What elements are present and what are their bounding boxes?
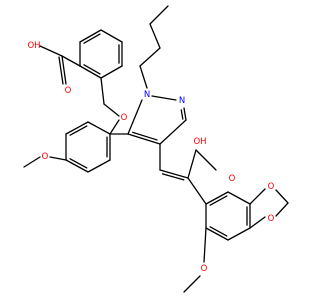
acid-co-bond <box>195 149 217 171</box>
methoxy-left-bond <box>49 156 67 161</box>
benzodioxole-ring-bond <box>227 227 251 241</box>
benzoic-acid-hydroxyl-label: OH <box>27 41 40 51</box>
dioxole-ch2-bond <box>275 189 289 204</box>
methoxyphenyl-ring-bond <box>87 159 111 173</box>
benzodioxole-ring-bond <box>205 191 229 205</box>
pyrazole-bond <box>183 107 187 121</box>
methoxy-oxygen-right-label: O <box>201 264 208 274</box>
benzoic-ring-bond <box>100 65 123 79</box>
atom-labels: OH O O O N N O OH O O O <box>27 41 274 274</box>
benzoic-ring-bond <box>79 65 102 79</box>
methoxyphenyl-ring-bond <box>65 121 89 135</box>
butyl-bond <box>149 23 161 49</box>
benzodioxole-ring-double-bond <box>209 226 228 237</box>
benzodioxole-ring-double-bond <box>209 195 228 206</box>
methoxy-right-ch3-bond <box>183 275 201 293</box>
dioxole-oxygen-top-label: O <box>268 182 275 192</box>
methoxy-right-bond <box>203 227 207 263</box>
pyrazole-bond <box>159 119 187 145</box>
methoxyphenyl-ring-bond <box>65 159 89 173</box>
butyl-bond <box>139 65 148 89</box>
benzoic-ring-bond <box>100 29 123 43</box>
carboxyl-bond <box>61 55 81 67</box>
ether-aryl-bond <box>109 119 120 135</box>
carboxyl-co-bond <box>61 55 67 85</box>
bond-lines <box>23 5 289 293</box>
vinyl-ch-bond <box>159 169 189 179</box>
benzoic-ring-bond <box>79 29 102 43</box>
dioxole-bond <box>249 188 266 205</box>
acid-c-bond <box>187 149 197 179</box>
pyrazole-n2-label: N <box>179 96 185 106</box>
methoxyphenyl-ring-double-bond <box>69 125 88 136</box>
methoxy-left-ch3-bond <box>23 156 41 168</box>
pyrazole-double-bond <box>180 109 184 120</box>
pyrazole-bond <box>127 133 161 145</box>
acrylic-acid-hydroxyl-label: OH <box>193 137 206 147</box>
benzoic-ring-double-bond <box>83 64 101 75</box>
dioxole-oxygen-bottom-label: O <box>268 214 275 224</box>
dioxole-bond <box>249 216 266 229</box>
benzyl-ch2-bond <box>100 77 105 105</box>
pyrazole-bond <box>127 99 143 135</box>
benzyl-o-bond <box>103 103 120 117</box>
vinyl-double-bond <box>161 173 185 181</box>
dioxole-ch2-bond <box>275 202 289 217</box>
acrylic-acid-carbonyl-oxygen-label: O <box>229 174 236 184</box>
butyl-bond <box>149 5 169 25</box>
benzoic-acid-carbonyl-oxygen-label: O <box>65 86 72 96</box>
methoxyphenyl-ring-double-bond <box>69 158 88 169</box>
benzodioxole-ring-bond <box>227 191 251 205</box>
molecule-structure-diagram: OH O O O N N O OH O O O <box>23 5 289 293</box>
methoxy-oxygen-left-label: O <box>42 152 49 162</box>
carboxyl-co-double-bond <box>58 56 64 85</box>
pyrazole-double-bond <box>132 131 158 141</box>
carboxyl-oh-bond <box>39 45 63 57</box>
benzyl-link-bond <box>187 177 207 205</box>
pyrazole-n1-label: N <box>144 90 150 100</box>
benzyl-ether-oxygen-label: O <box>121 113 128 123</box>
benzoic-ring-double-bond <box>83 33 101 44</box>
butyl-bond <box>139 47 161 67</box>
benzodioxole-ring-bond <box>205 227 229 241</box>
pyrazole-bond <box>151 95 177 101</box>
methoxyphenyl-ring-bond <box>87 121 111 135</box>
